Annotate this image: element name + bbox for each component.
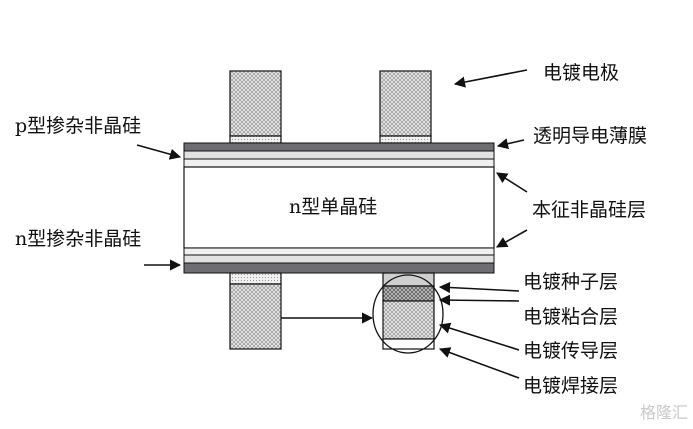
top-electrode-left [229, 70, 282, 144]
label-n-type-csi: n型单晶硅 [289, 196, 378, 218]
label-plating-electrode: 电镀电极 [543, 62, 620, 84]
watermark: 格隆汇 [640, 403, 689, 422]
adhesion-layer-block [382, 285, 435, 302]
arrow-p-doped [136, 144, 182, 160]
label-seed-layer: 电镀种子层 [523, 271, 619, 293]
top-p-doped-layer [183, 150, 495, 160]
arrow-electrode [453, 69, 528, 88]
top-electrode-right [379, 70, 432, 144]
bottom-electrode-right [382, 272, 435, 350]
n-type-wafer [183, 166, 495, 249]
label-n-doped-asi: n型掺杂非晶硅 [15, 228, 142, 250]
label-tco-film: 透明导电薄膜 [533, 125, 648, 147]
label-adhesion-layer: 电镀粘合层 [523, 306, 619, 328]
arrow-intrinsic-bottom [496, 229, 528, 248]
top-tco-layer [183, 142, 495, 152]
arrow-intrinsic-top [496, 172, 528, 193]
label-p-doped-asi: p型掺杂非晶硅 [15, 115, 142, 137]
bottom-intrinsic-layer [183, 247, 495, 256]
conduction-layer-block [382, 300, 435, 340]
label-conduction-layer: 电镀传导层 [523, 340, 619, 362]
arrow-solder [438, 347, 520, 379]
top-intrinsic-layer [183, 158, 495, 168]
arrow-adhesion [438, 294, 520, 306]
bottom-tco-layer [183, 262, 495, 274]
label-intrinsic-asi: 本征非晶硅层 [532, 199, 647, 221]
bottom-electrode-left [229, 272, 282, 350]
solder-layer-block [382, 338, 435, 350]
arrow-seed [438, 281, 520, 294]
arrow-conduction [438, 322, 520, 351]
arrow-tco [496, 138, 525, 150]
label-solder-layer: 电镀焊接层 [523, 375, 619, 397]
bottom-n-doped-layer [183, 254, 495, 264]
